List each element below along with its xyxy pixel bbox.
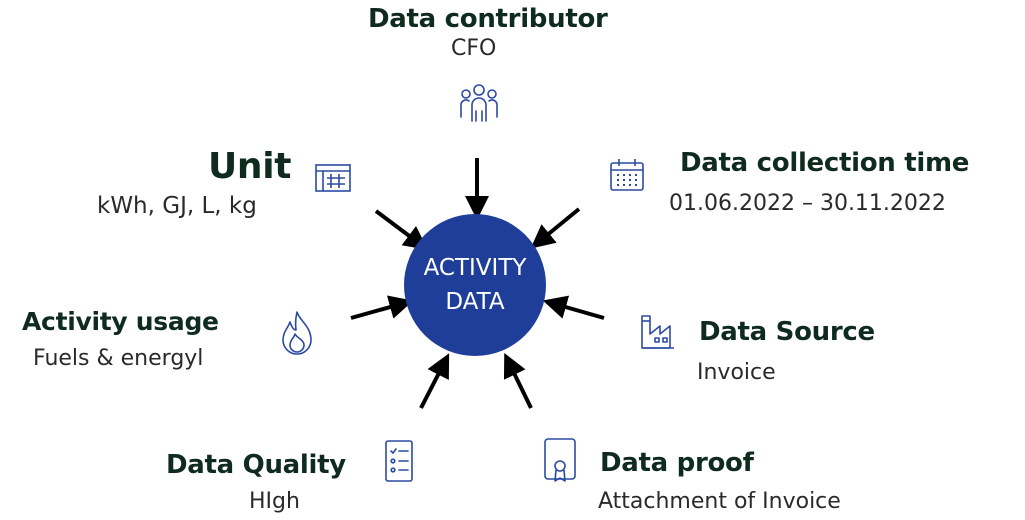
quality-value: HIgh bbox=[249, 489, 300, 514]
center-label-line2: DATA bbox=[445, 289, 505, 315]
source-title: Data Source bbox=[699, 317, 875, 347]
collection-time-title: Data collection time bbox=[680, 148, 970, 178]
arrow-from-activity-usage bbox=[350, 295, 414, 320]
checklist-icon bbox=[385, 440, 413, 482]
proof-title: Data proof bbox=[600, 448, 754, 478]
arrow-from-proof bbox=[503, 353, 533, 409]
activity-data-circle: ACTIVITY DATA bbox=[404, 214, 546, 356]
unit-title: Unit bbox=[208, 146, 292, 187]
contributor-title: Data contributor bbox=[368, 4, 608, 34]
arrow-from-source bbox=[542, 295, 605, 320]
arrow-from-collection-time bbox=[530, 207, 581, 249]
contributor-value: CFO bbox=[451, 36, 497, 61]
source-value: Invoice bbox=[697, 360, 776, 385]
activity-usage-value: Fuels & energyl bbox=[33, 346, 204, 371]
flame-icon bbox=[282, 311, 312, 355]
activity-usage-title: Activity usage bbox=[22, 307, 219, 336]
calendar-icon bbox=[610, 159, 644, 191]
unit-value: kWh, GJ, L, kg bbox=[97, 193, 257, 219]
collection-time-value: 01.06.2022 – 30.11.2022 bbox=[669, 191, 946, 216]
factory-icon bbox=[641, 315, 674, 349]
arrow-from-quality bbox=[419, 353, 450, 409]
people-group-icon bbox=[460, 84, 498, 122]
proof-value: Attachment of Invoice bbox=[598, 489, 841, 514]
certificate-icon bbox=[544, 438, 576, 482]
table-grid-icon bbox=[315, 164, 351, 192]
arrow-from-unit bbox=[374, 209, 428, 250]
quality-title: Data Quality bbox=[166, 450, 346, 480]
center-label-line1: ACTIVITY bbox=[423, 255, 527, 281]
